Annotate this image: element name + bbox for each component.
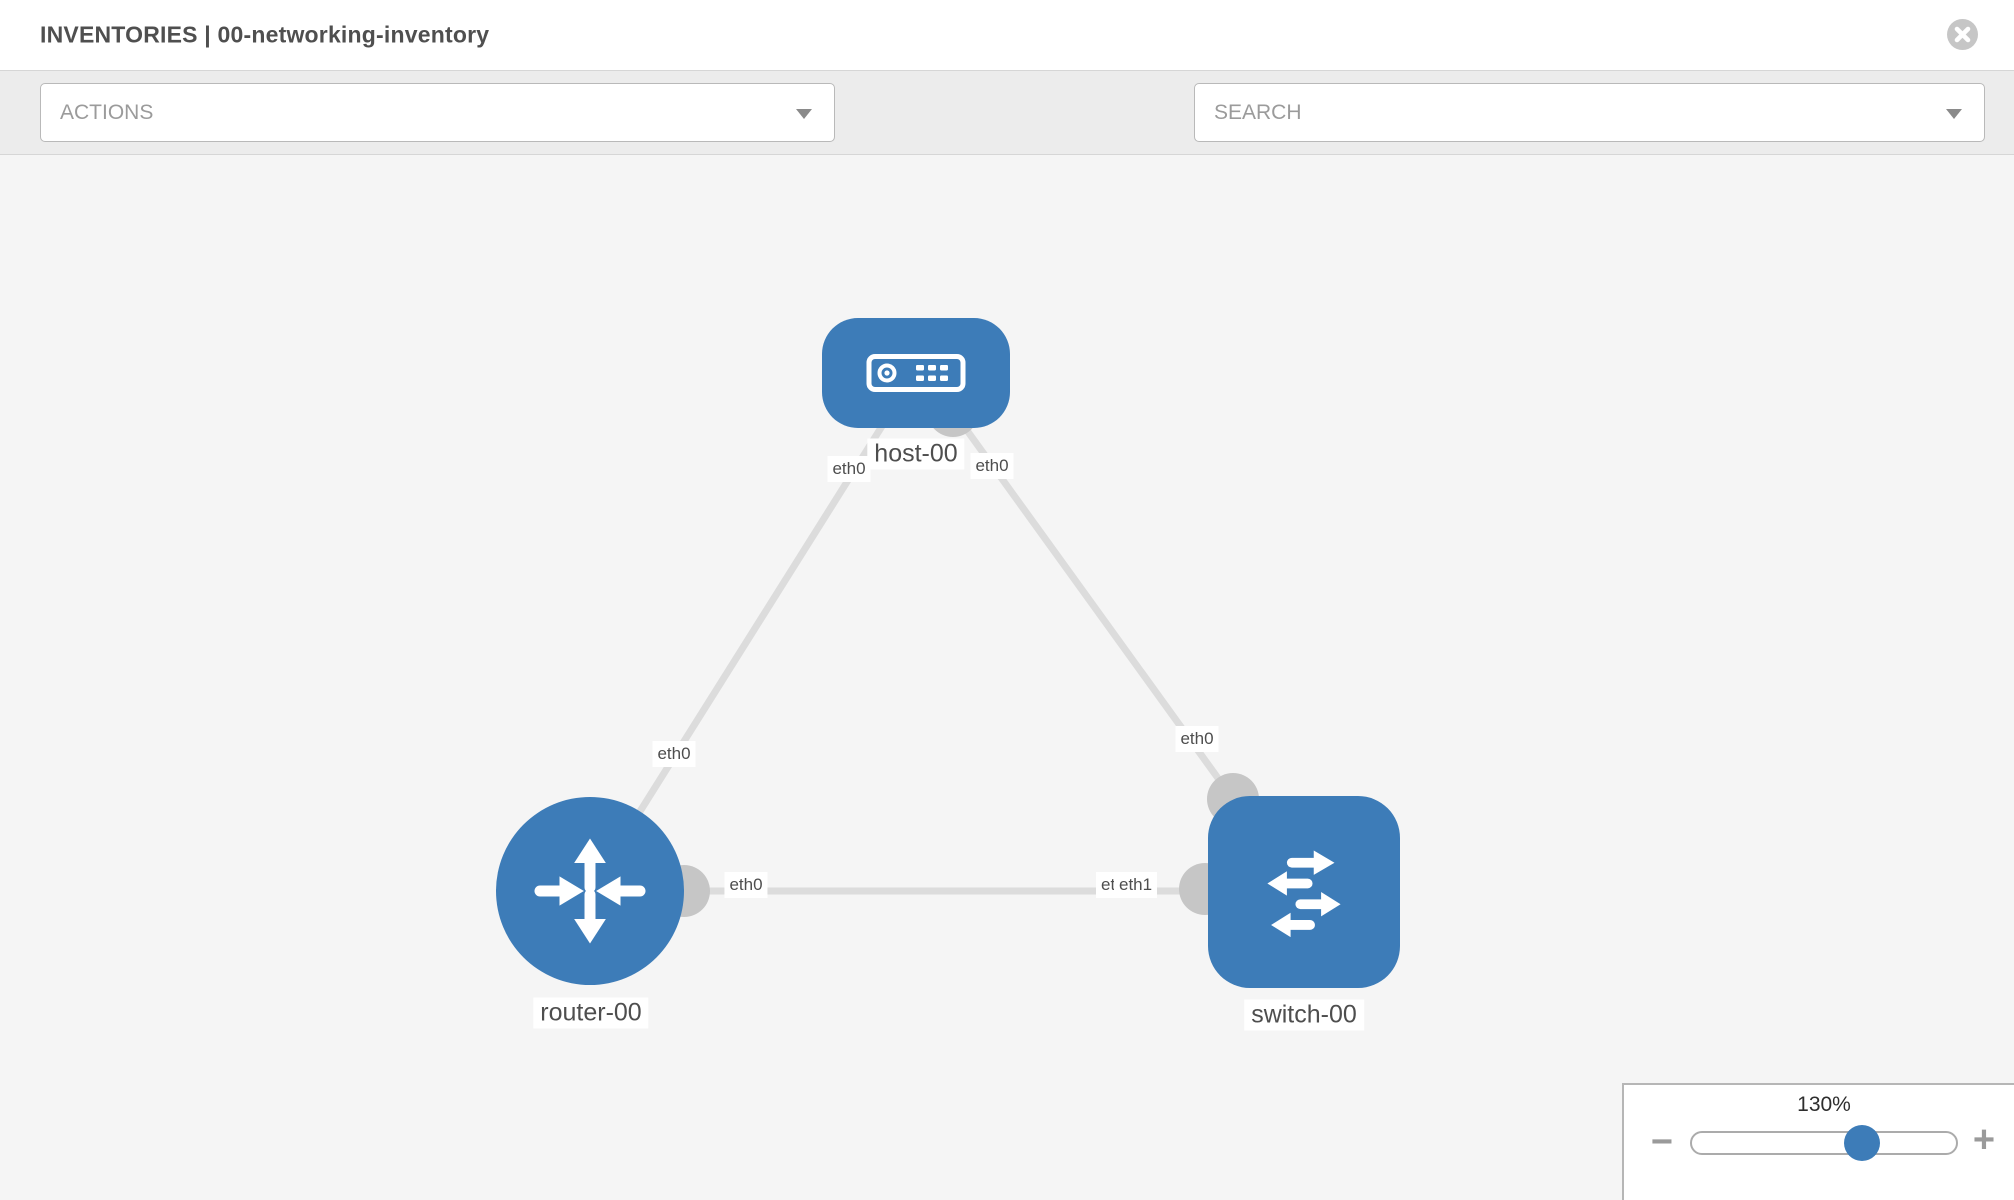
zoom-out-button[interactable]: − [1644, 1123, 1680, 1161]
toolbar: ACTIONS SEARCH [0, 71, 2014, 203]
search-dropdown[interactable]: SEARCH [1194, 83, 1985, 142]
close-icon [1947, 19, 1978, 50]
node-label-router: router-00 [533, 997, 649, 1029]
zoom-slider-track[interactable] [1690, 1131, 1958, 1155]
chevron-down-icon [1946, 108, 1962, 119]
links-layer [587, 370, 1259, 917]
node-host[interactable] [822, 318, 1010, 428]
interface-label: eth0 [724, 872, 768, 898]
zoom-percent: 130% [1797, 1093, 1851, 1116]
node-switch[interactable] [1208, 796, 1400, 988]
page-title: INVENTORIES | 00-networking-inventory [40, 21, 490, 48]
host-icon [866, 354, 966, 392]
interface-label: eth1 [1114, 872, 1158, 898]
switch-icon [1267, 850, 1341, 938]
router-icon [534, 838, 646, 944]
interface-label: eth0 [827, 456, 871, 482]
node-label-switch: switch-00 [1244, 999, 1364, 1031]
interface-label: eth0 [652, 741, 696, 767]
zoom-panel: 130% − + [1622, 1083, 2014, 1200]
search-placeholder: SEARCH [1214, 100, 1302, 124]
actions-dropdown[interactable]: ACTIONS [40, 83, 835, 142]
topology-canvas[interactable]: host-00 router-00 switch-00 eth0 eth0 et… [0, 155, 2014, 1200]
interface-label: eth0 [970, 453, 1014, 479]
actions-dropdown-label: ACTIONS [60, 100, 154, 124]
panel-header: INVENTORIES | 00-networking-inventory [0, 0, 2014, 71]
node-router[interactable] [496, 797, 684, 985]
close-button[interactable] [1947, 19, 1978, 50]
node-label-host: host-00 [867, 438, 965, 470]
chevron-down-icon [796, 108, 812, 119]
zoom-slider-thumb[interactable] [1844, 1125, 1880, 1161]
zoom-in-button[interactable]: + [1966, 1121, 2002, 1159]
interface-label: eth0 [1175, 726, 1219, 752]
